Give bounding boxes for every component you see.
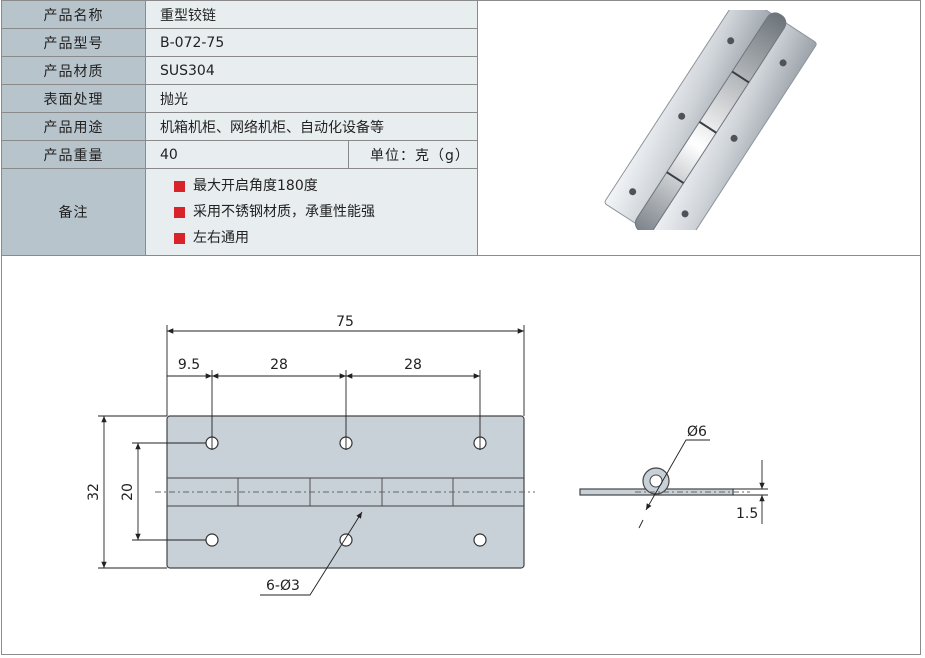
dim-height: 32 — [86, 483, 102, 501]
dim-knuckle-label: Ø6 — [687, 424, 707, 440]
dim-pitch-1: 28 — [270, 357, 288, 373]
spec-label: 产品用途 — [1, 112, 146, 141]
section-divider — [1, 255, 921, 256]
notes-list: 最大开启角度180度 采用不锈钢材质，承重性能强 左右通用 — [160, 169, 477, 255]
dim-thickness-label: 1.5 — [736, 506, 758, 522]
dim-left-offset: 9.5 — [178, 357, 200, 373]
spec-row-model: 产品型号 B-072-75 — [1, 28, 478, 57]
spec-row-finish: 表面处理 抛光 — [1, 84, 478, 113]
spec-label: 产品重量 — [1, 140, 146, 169]
spec-value: 抛光 — [145, 84, 478, 113]
notes-label: 备注 — [1, 168, 146, 256]
dim-holes-label: 6-Ø3 — [266, 578, 300, 594]
square-bullet-icon — [174, 180, 185, 192]
note-item: 最大开启角度180度 — [174, 173, 477, 199]
dim-hole-spacing: 20 — [120, 483, 136, 501]
spec-table: 产品名称 重型铰链 产品型号 B-072-75 产品材质 SUS304 表面处理… — [1, 0, 478, 256]
hinge-photo — [604, 10, 817, 230]
note-item: 左右通用 — [174, 225, 477, 251]
mounting-hole — [205, 533, 219, 547]
note-text: 左右通用 — [193, 230, 249, 246]
spec-row-material: 产品材质 SUS304 — [1, 56, 478, 85]
spec-label: 产品材质 — [1, 56, 146, 85]
weight-unit: 单位：克（g） — [348, 140, 478, 169]
spec-value: 重型铰链 — [145, 0, 478, 29]
spec-value: B-072-75 — [145, 28, 478, 57]
dim-total-width: 75 — [336, 314, 354, 330]
spec-label: 产品型号 — [1, 28, 146, 57]
mounting-hole — [473, 533, 487, 547]
spec-value: SUS304 — [145, 56, 478, 85]
spec-label: 表面处理 — [1, 84, 146, 113]
note-item: 采用不锈钢材质，承重性能强 — [174, 199, 477, 225]
notes-cell: 最大开启角度180度 采用不锈钢材质，承重性能强 左右通用 — [145, 168, 478, 256]
spec-row-usage: 产品用途 机箱机柜、网络机柜、自动化设备等 — [1, 112, 478, 141]
spec-value: 机箱机柜、网络机柜、自动化设备等 — [145, 112, 478, 141]
spec-label: 产品名称 — [1, 0, 146, 29]
square-bullet-icon — [174, 232, 185, 244]
spec-row-notes: 备注 最大开启角度180度 采用不锈钢材质，承重性能强 左右通用 — [1, 168, 478, 256]
square-bullet-icon — [174, 206, 185, 218]
spec-value: 40 — [145, 140, 349, 169]
dim-pitch-2: 28 — [404, 357, 422, 373]
note-text: 最大开启角度180度 — [193, 178, 318, 194]
spec-row-name: 产品名称 重型铰链 — [1, 0, 478, 29]
spec-row-weight: 产品重量 40 单位：克（g） — [1, 140, 478, 169]
note-text: 采用不锈钢材质，承重性能强 — [193, 204, 375, 220]
technical-drawing: 75 9.5 28 28 32 20 6-Ø3 Ø6 1.5 — [86, 314, 768, 596]
